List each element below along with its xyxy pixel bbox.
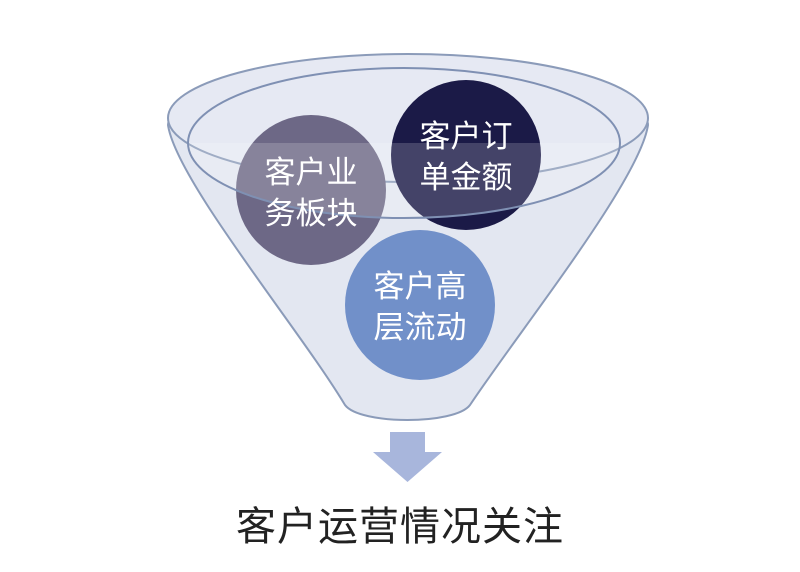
caption: 客户运营情况关注 (236, 504, 564, 550)
circle-business-line1: 客户业 (265, 155, 358, 191)
arrow-down-icon (373, 432, 442, 482)
circle-executives-line2: 层流动 (374, 310, 467, 346)
circle-orders (391, 80, 541, 230)
funnel-inner-rim-front (188, 143, 620, 218)
funnel-inner-rim (187, 67, 621, 219)
circle-orders-line2: 单金额 (420, 160, 513, 196)
circle-business (236, 115, 386, 265)
circle-orders-line1: 客户订 (420, 119, 513, 155)
circle-business-line2: 务板块 (265, 196, 358, 232)
circle-executives (345, 230, 495, 380)
circle-executives-line1: 客户高 (374, 269, 467, 305)
